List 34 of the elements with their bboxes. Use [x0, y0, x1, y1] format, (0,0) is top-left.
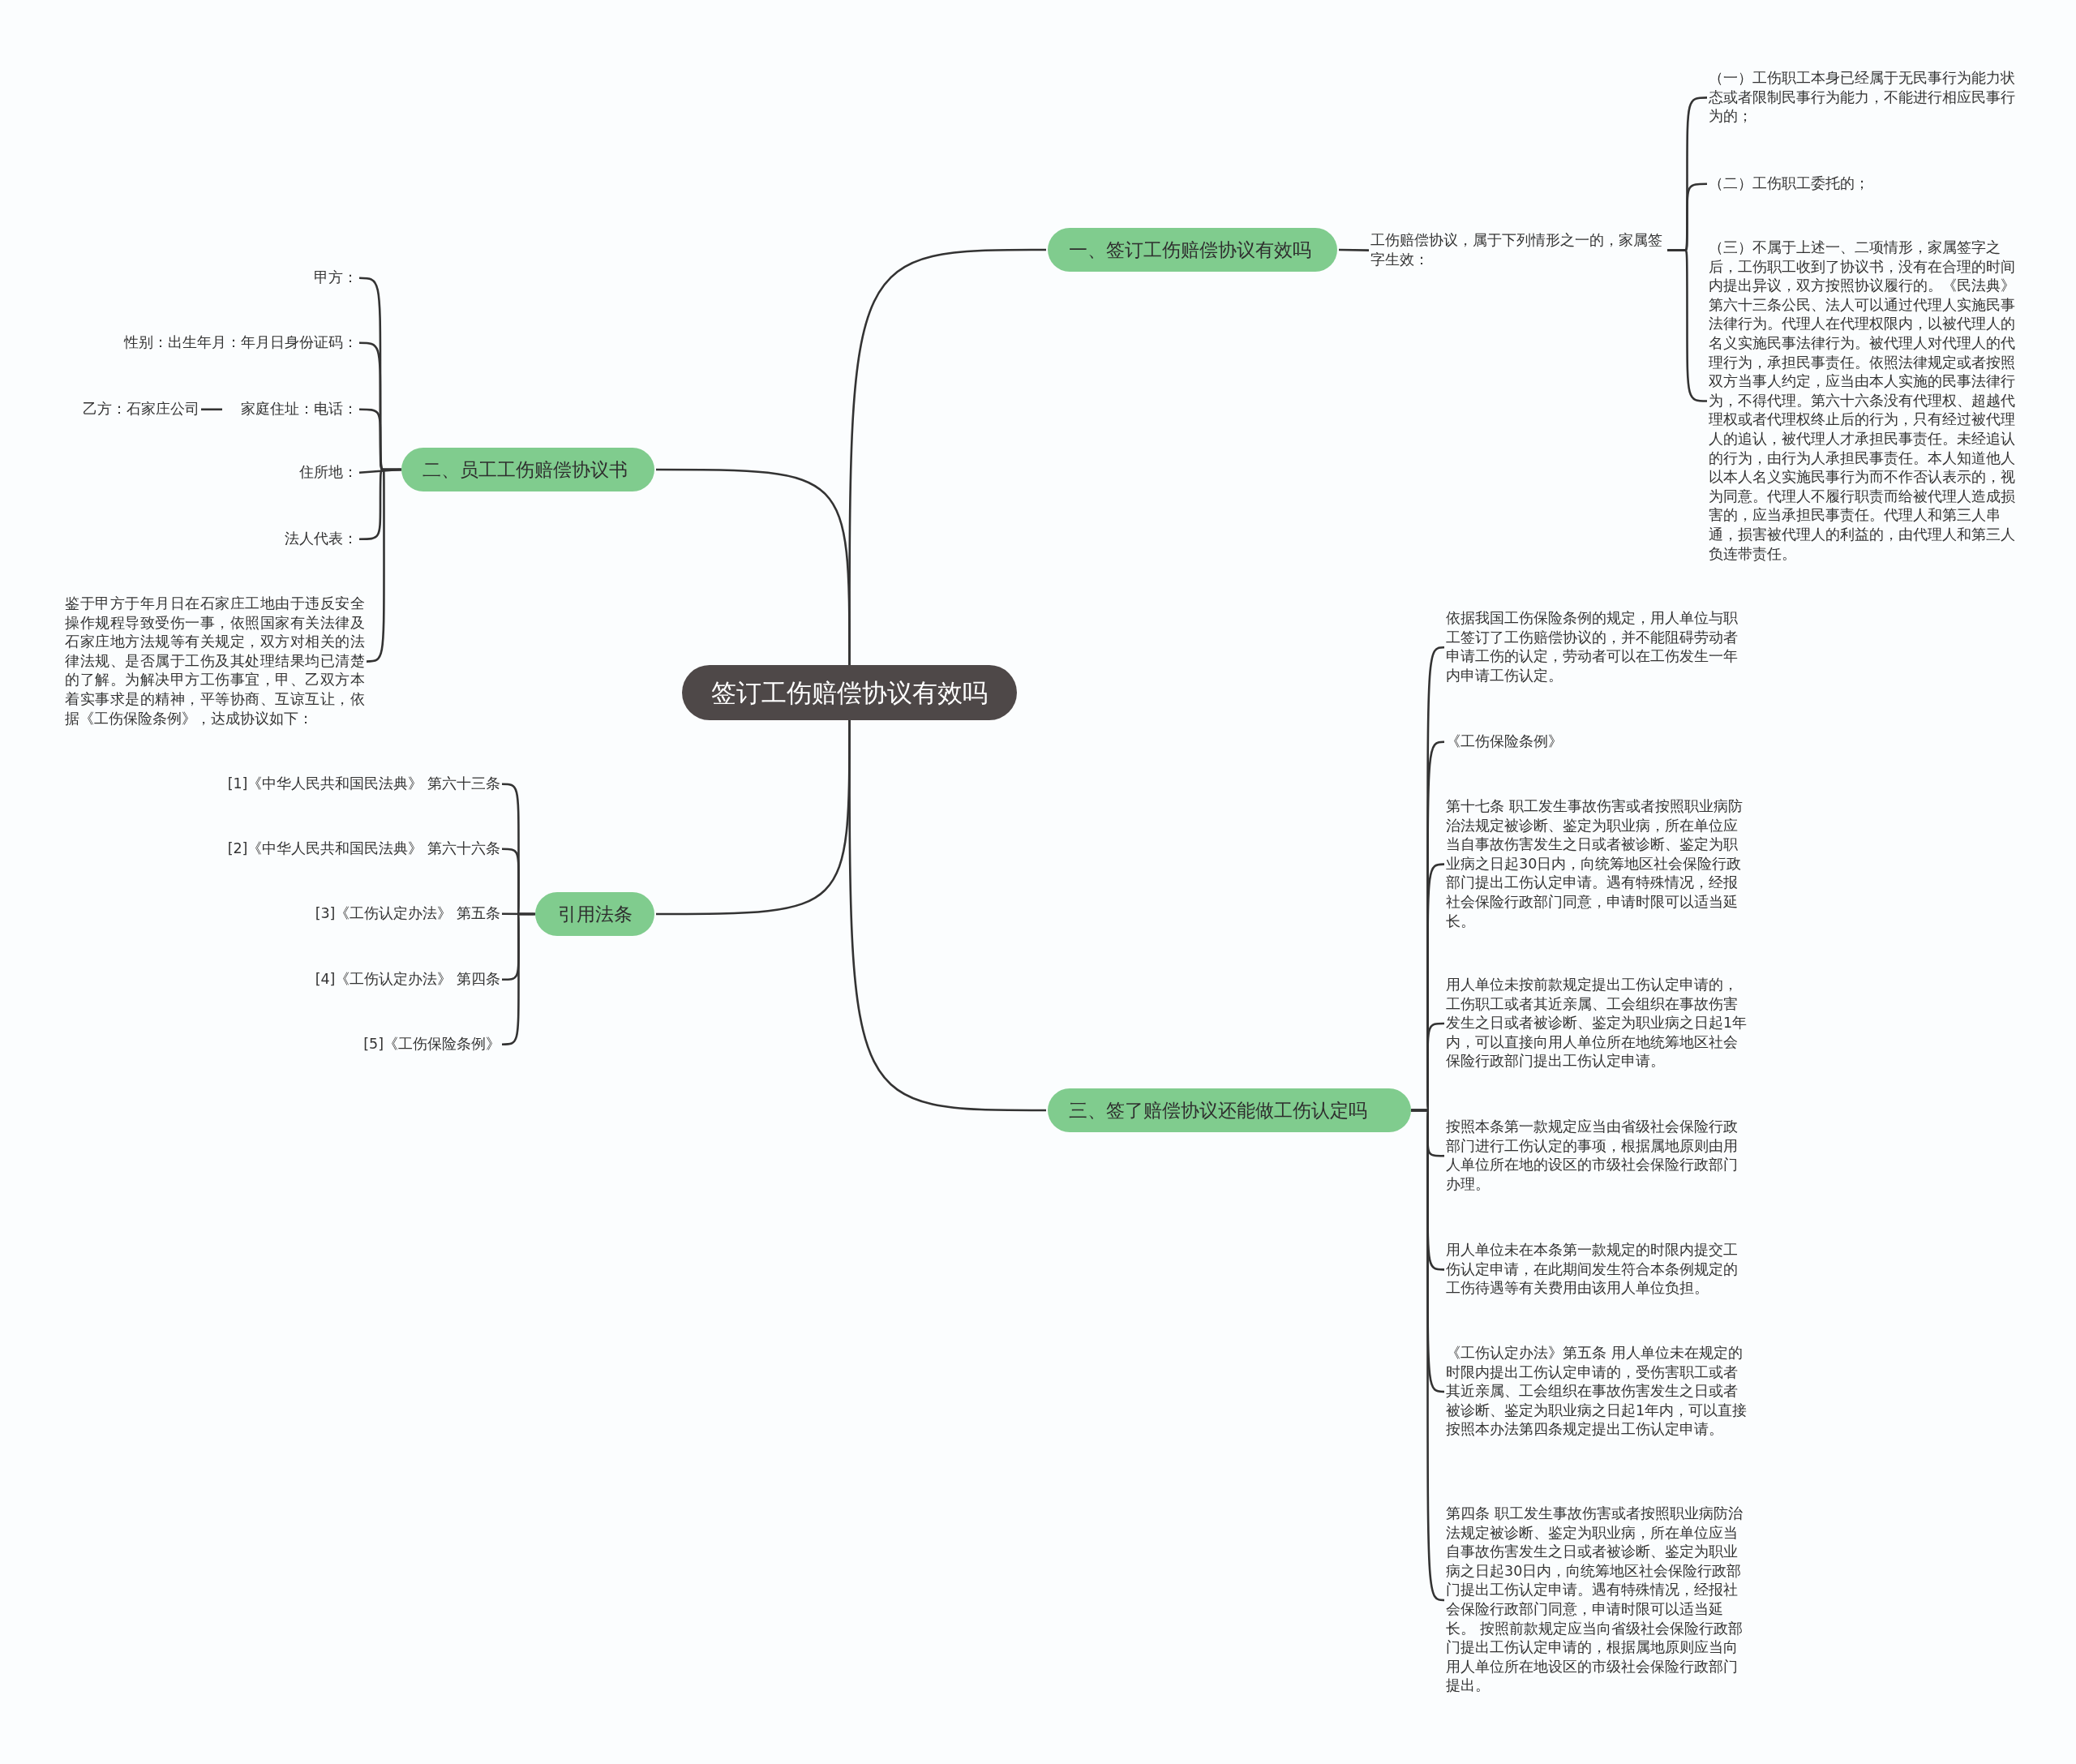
note-text: 第四条 职工发生事故伤害或者按照职业病防治法规定被诊断、鉴定为职业病，所在单位应当自事故伤害发生之日或者被诊断、鉴定为职业病之日起30日内，向统筹地区社会保险行政部门提出工伤认定申请。遇有特殊情况，经报社会保险行政部门同意，申请时限可以适当延长。 按照前款规定应当向省级社会保险行政部门提出工伤认定申请的，根据属地原则应当向用人单位所在地设区的市级社会保险行政部门提出。 [1446, 1504, 1748, 1696]
note-text: （三）不属于上述一、二项情形，家属签字之后，工伤职工收到了协议书，没有在合理的时间内提出异议，双方按照协议履行的。《民法典》第六十三条公民、法人可以通过代理人实施民事法律行为。代理人在代理权限内，以被代理人的名义实施民事法律行为。被代理人对代理人的代理行为，承担民事责任。依照法律规定或者按照双方当事人约定，应当由本人实施的民事法律行为，不得代理。第六十六条没有代理权、超越代理权或者代理权终止后的行为，只有经过被代理人的追认，被代理人才承担民事责任。未经追认的行为，由行为人承担民事责任。本人知道他人以本人名义实施民事行为而不作否认表示的，视为同意。代理人不履行职责而给被代理人造成损害的，应当承担民事责任。代理人和第三人串通，损害被代理人的利益的，由代理人和第三人负连带责任。 [1709, 238, 2015, 564]
note-text: 法人代表： [195, 530, 358, 549]
note-text: 用人单位未在本条第一款规定的时限内提交工伤认定申请，在此期间发生符合本条例规定的工伤待遇等有关费用由该用人单位负担。 [1446, 1241, 1748, 1298]
topic-pill: 引用法条 [535, 892, 654, 936]
note-text: [5]《工伤保险条例》 [257, 1035, 500, 1054]
note-text: 用人单位未按前款规定提出工伤认定申请的，工伤职工或者其近亲属、工会组织在事故伤害发生之日或者被诊断、鉴定为职业病之日起1年内，可以直接向用人单位所在地统筹地区社会保险行政部门提出工伤认定申请。 [1446, 976, 1748, 1071]
connector-line [1411, 1109, 1445, 1602]
note-text: （二）工伤职工委托的； [1709, 174, 2015, 194]
connector-line [848, 720, 1046, 1112]
note-text: 鉴于甲方于年月日在石家庄工地由于违反安全操作规程导致受伤一事，依照国家有关法律及石家庄地方法规等有关规定，双方对相关的法律法规、是否属于工伤及其处理结果均已清楚的了解。为解决甲方工伤事宜，甲、乙双方本着实事求是的精神，平等协商、互谅互让，依据《工伤保险条例》，达成协议如下： [65, 594, 365, 729]
note-text: [3]《工伤认定办法》 第五条 [257, 904, 500, 924]
connector-line [201, 408, 222, 411]
note-text: 《工伤认定办法》第五条 用人单位未在规定的时限内提出工伤认定申请的，受伤害职工或者其近亲属、工会组织在事故伤害发生之日或者被诊断、鉴定为职业病之日起1年内，可以直接按照本办法第四条规定提出工伤认定申请。 [1446, 1344, 1748, 1440]
connector-line [656, 468, 851, 665]
topic-pill: 三、签了赔偿协议还能做工伤认定吗 [1048, 1088, 1411, 1132]
note-text: 《工伤保险条例》 [1446, 732, 1748, 752]
note-text: 性别：出生年月：年月日身份证码： [74, 333, 358, 353]
note-text: 乙方：石家庄公司 [70, 400, 199, 419]
note-text: [4]《工伤认定办法》 第四条 [257, 970, 500, 989]
note-text: 依据我国工伤保险条例的规定，用人单位与职工签订了工伤赔偿协议的，并不能阻碍劳动者申请工伤的认定，劳动者可以在工伤发生一年内申请工伤认定。 [1446, 609, 1748, 686]
connector-line [1338, 248, 1369, 251]
topic-pill: 一、签订工伤赔偿协议有效吗 [1048, 228, 1337, 272]
note-text: 住所地： [195, 463, 358, 483]
note-text: 甲方： [114, 268, 358, 288]
note-text: 家庭住址：电话： [224, 400, 358, 419]
note-text: 按照本条第一款规定应当由省级社会保险行政部门进行工伤认定的事项，根据属地原则由用人单位所在地的设区的市级社会保险行政部门办理。 [1446, 1118, 1748, 1195]
central-topic: 签订工伤赔偿协议有效吗 [682, 665, 1017, 720]
note-text: 第十七条 职工发生事故伤害或者按照职业病防治法规定被诊断、鉴定为职业病，所在单位应当自事故伤害发生之日或者被诊断、鉴定为职业病之日起30日内，向统筹地区社会保险行政部门提出工伤认定申请。遇有特殊情况，经报社会保险行政部门同意，申请时限可以适当延长。 [1446, 797, 1748, 932]
note-text: [1]《中华人民共和国民法典》 第六十三条 [176, 775, 500, 794]
note-text: [2]《中华人民共和国民法典》 第六十六条 [176, 839, 500, 859]
topic-pill: 二、员工工伤赔偿协议书 [401, 448, 654, 491]
note-text: 工伤赔偿协议，属于下列情形之一的，家属签字生效： [1370, 231, 1667, 270]
note-text: （一）工伤职工本身已经属于无民事行为能力状态或者限制民事行为能力，不能进行相应民事行为的； [1709, 69, 2015, 127]
